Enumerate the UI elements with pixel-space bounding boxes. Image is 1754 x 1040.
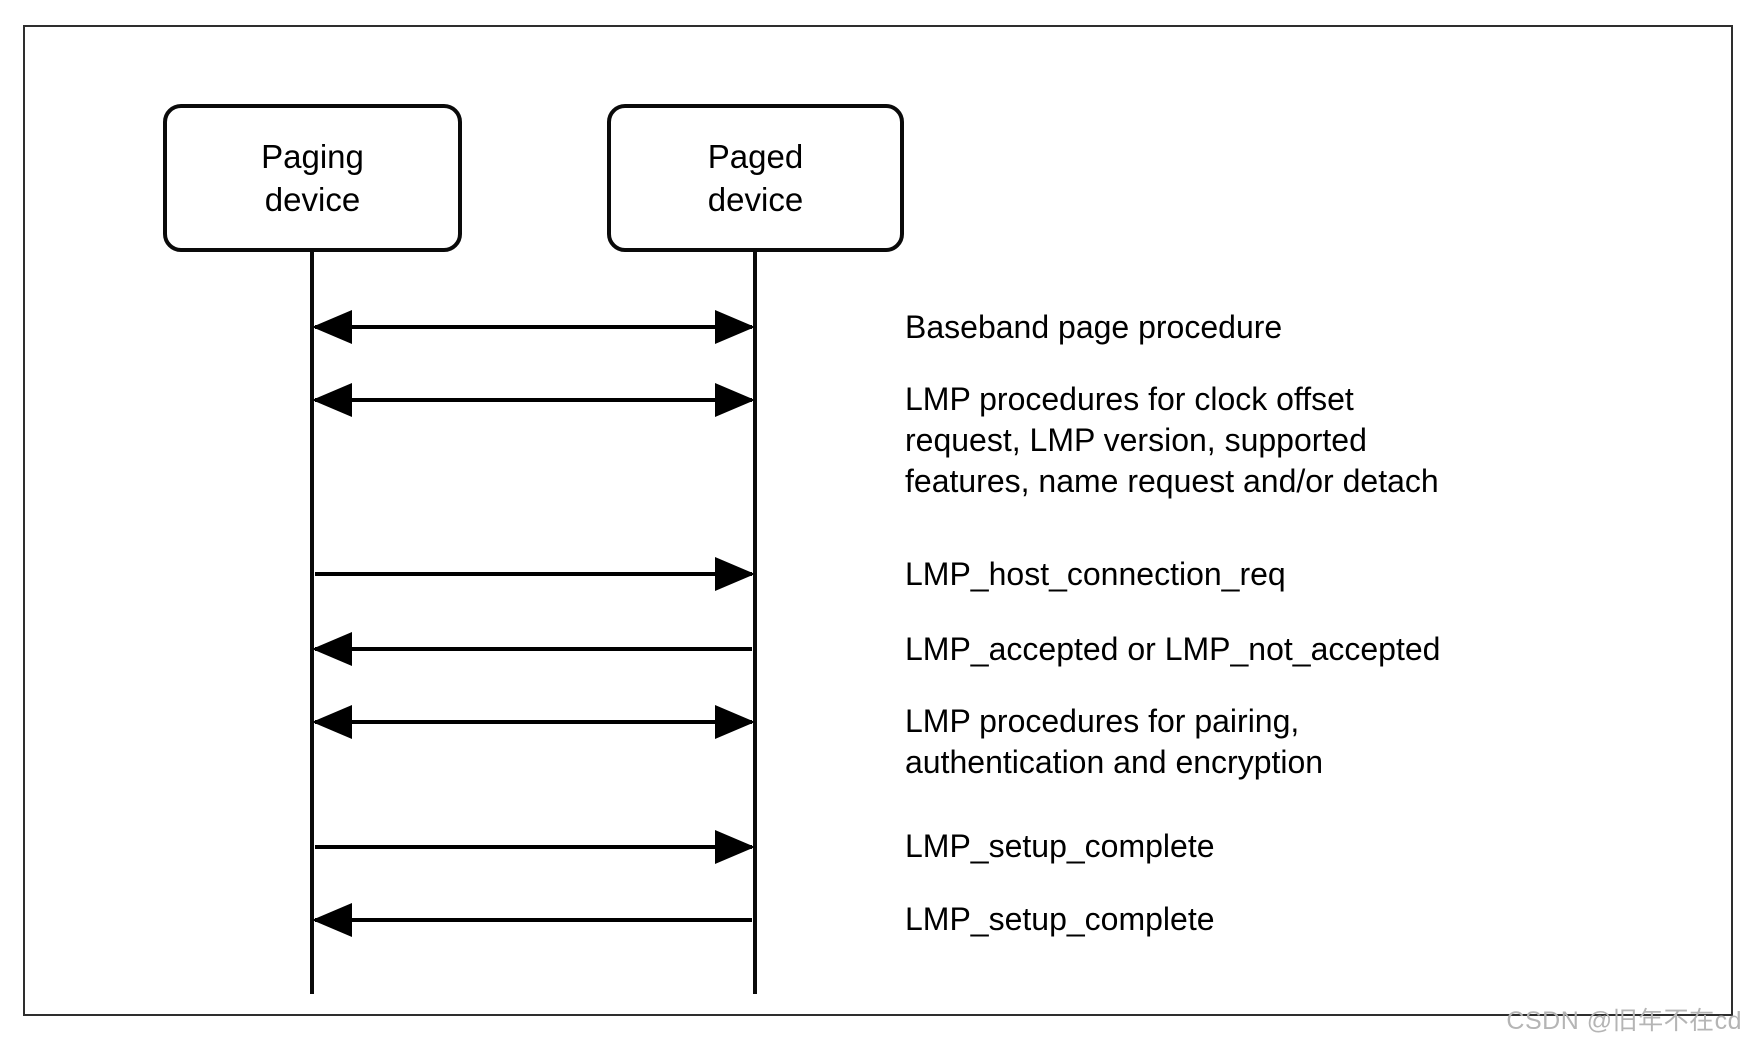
message-label-baseband-page: Baseband page procedure [905,309,1283,345]
message-arrow-setup-complete-right [312,830,755,864]
message-arrow-lmp-procedures-clock-offset [312,383,755,417]
message-arrow-setup-complete-left [312,903,755,937]
message-arrow-accepted [312,632,755,666]
arrow-shaft [315,647,752,651]
arrow-shaft [315,398,752,402]
actor-box-paging-device: Paging device [163,104,462,252]
arrowhead-right-icon [715,383,755,417]
actor-label-line: device [264,181,361,218]
arrowhead-right-icon [715,705,755,739]
message-arrow-host-connection-req [312,557,755,591]
arrowhead-right-icon [715,830,755,864]
arrowhead-right-icon [715,557,755,591]
actor-box-paged-device: Paged device [607,104,904,252]
message-label-accepted: LMP_accepted or LMP_not_accepted [905,631,1441,667]
arrow-shaft [315,572,752,576]
actor-label-line: Paging [261,138,364,175]
message-arrow-baseband-page [312,310,755,344]
arrow-shaft [315,918,752,922]
actor-label-line: Paged [707,138,804,175]
actor-label-line: device [707,181,804,218]
lifeline-paging-device [310,252,314,994]
message-label-host-connection-req: LMP_host_connection_req [905,556,1286,592]
message-label-pairing: LMP procedures for pairing, authenticati… [905,703,1324,780]
message-label-lmp-procedures-clock-offset: LMP procedures for clock offset request,… [905,381,1439,499]
watermark: CSDN @旧年不在cd [1506,1007,1742,1035]
arrow-shaft [315,845,752,849]
arrow-shaft [315,720,752,724]
arrow-shaft [315,325,752,329]
arrowhead-right-icon [715,310,755,344]
diagram-frame: Paging device Paged device [23,25,1733,1016]
lifeline-paged-device [753,252,757,994]
message-arrow-pairing [312,705,755,739]
message-label-setup-complete-left: LMP_setup_complete [905,901,1215,937]
message-label-setup-complete-right: LMP_setup_complete [905,828,1215,864]
